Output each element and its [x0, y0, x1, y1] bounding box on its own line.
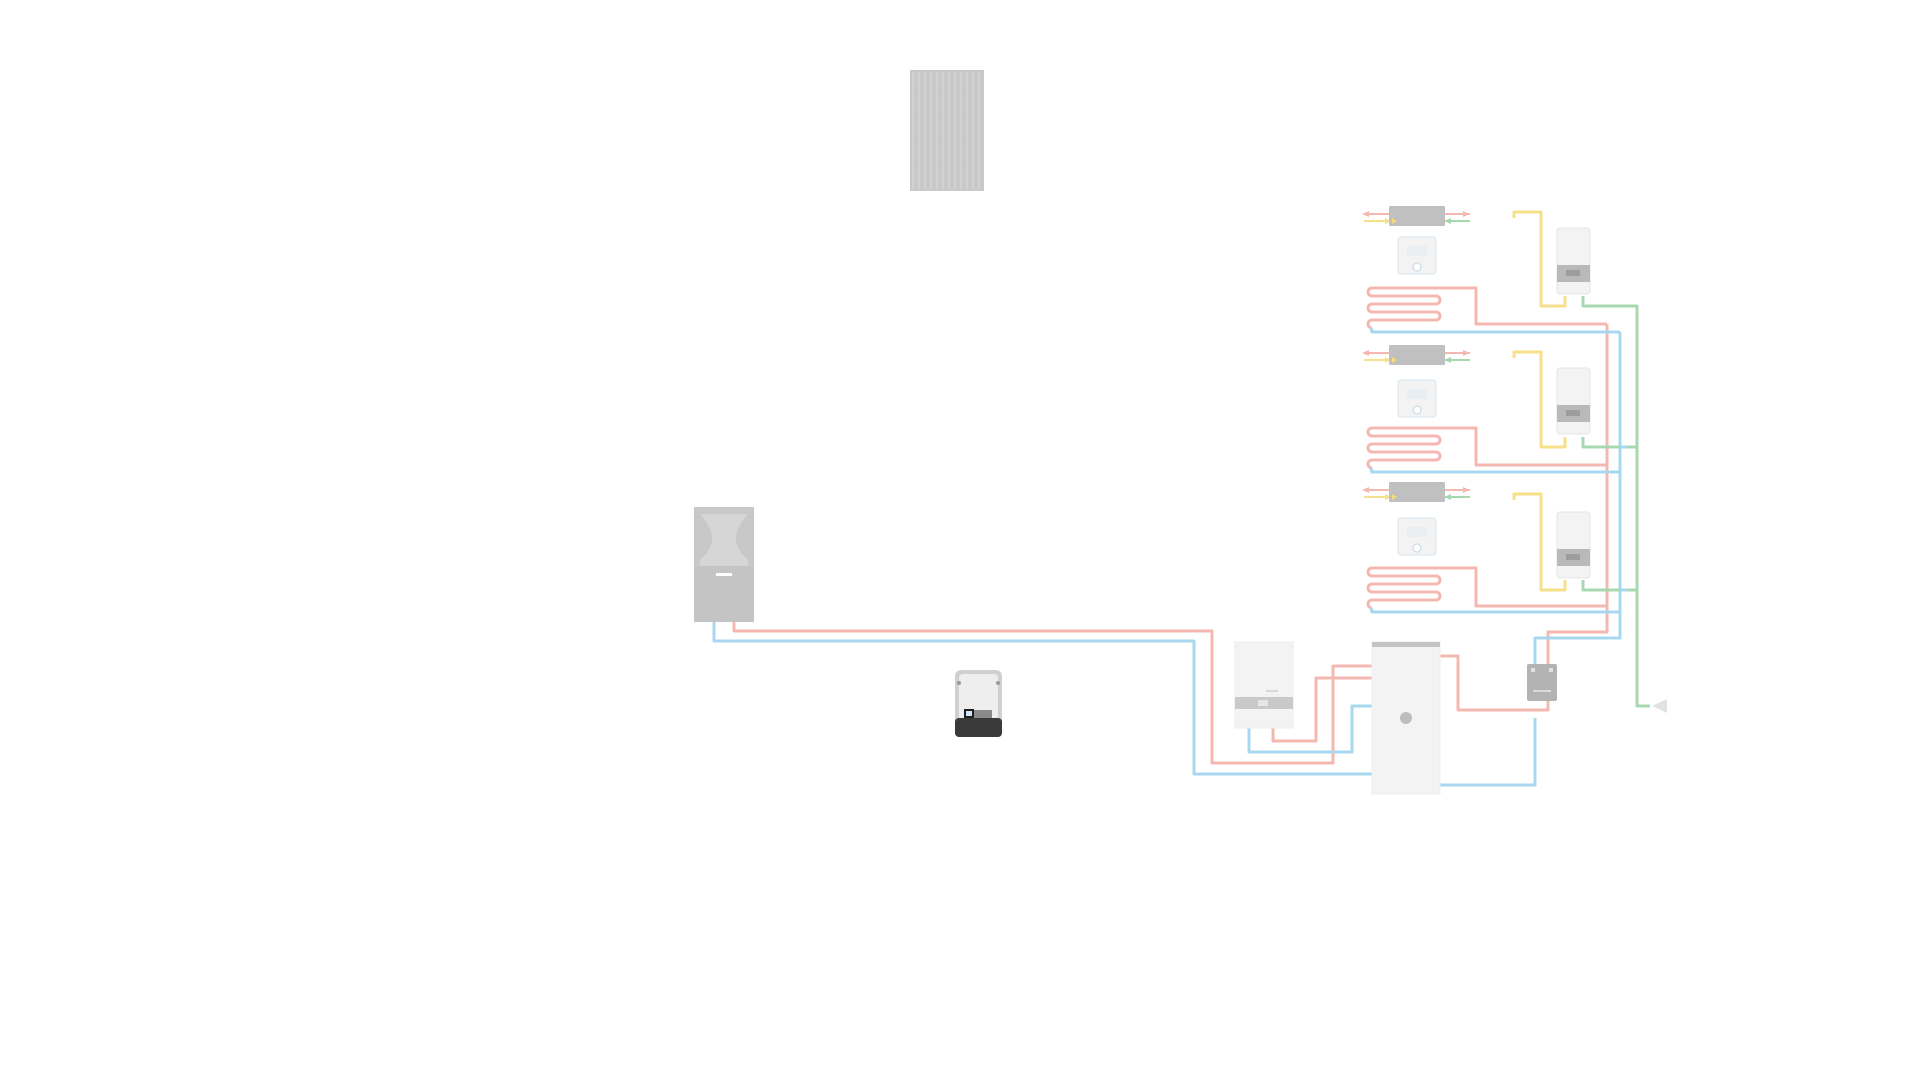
riser-return [1533, 332, 1622, 664]
pv-inverter [955, 670, 1002, 737]
cylinder-to-controller-return [1440, 718, 1537, 787]
main-return-pipe [712, 620, 1372, 776]
boiler-supply-pipe [1271, 676, 1372, 743]
wall-heater-3 [1556, 511, 1591, 579]
room-thermostat-3 [1397, 517, 1437, 556]
cylinder-to-controller-supply [1440, 654, 1550, 712]
main-supply-pipe [732, 620, 1372, 765]
riser-supply [1546, 324, 1609, 664]
ufh-loop-1-return [1369, 327, 1620, 334]
heater-feed-1 [1512, 210, 1567, 308]
line-end-triangle [1652, 699, 1667, 713]
wall-heater-1 [1556, 227, 1591, 295]
ventilation-unit-1 [1362, 206, 1470, 226]
boiler-return-pipe [1247, 704, 1372, 754]
ufh-loop-2-return [1369, 467, 1620, 474]
hot-water-cylinder [1371, 641, 1441, 795]
heat-pump-outdoor-unit [694, 507, 754, 622]
control-unit [1527, 664, 1557, 701]
ufh-loop-3-return [1369, 607, 1620, 614]
ufh-loop-1-supply [1366, 286, 1607, 330]
wall-boiler [1234, 641, 1294, 729]
green-branch-3 [1581, 580, 1637, 592]
ventilation-unit-2 [1362, 345, 1470, 365]
ventilation-unit-3 [1362, 482, 1470, 502]
room-thermostat-2 [1397, 379, 1437, 418]
heater-feed-2 [1512, 350, 1567, 449]
room-thermostat-1 [1397, 236, 1437, 275]
ufh-loop-2-supply [1366, 426, 1607, 470]
solar-panel [910, 70, 984, 191]
green-branch-2 [1581, 437, 1637, 449]
heater-feed-3 [1512, 492, 1567, 592]
wall-heater-2 [1556, 367, 1591, 435]
pipe-network [712, 210, 1650, 787]
solar-cell-grid [911, 72, 983, 189]
ufh-loop-3-supply [1366, 566, 1607, 610]
green-trunk [1581, 296, 1650, 708]
